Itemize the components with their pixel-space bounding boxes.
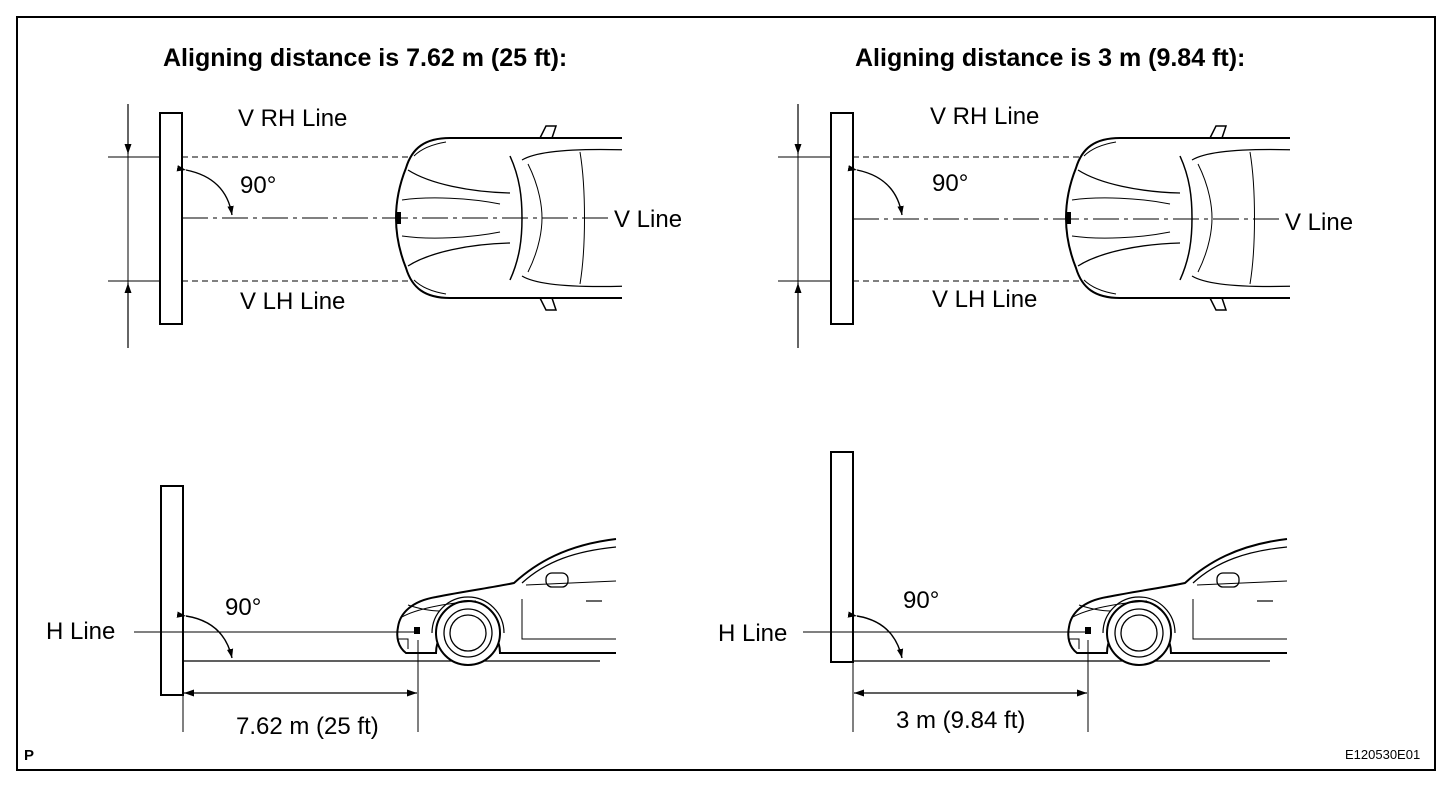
left-v-lh-label: V LH Line (240, 288, 346, 315)
right-distance-label: 3 m (9.84 ft) (896, 707, 1026, 734)
left-angle-top-label: 90° (240, 172, 277, 199)
figure-code: E120530E01 (1345, 747, 1421, 762)
right-panel-title: Aligning distance is 3 m (9.84 ft): (855, 44, 1246, 72)
left-distance-label: 7.62 m (25 ft) (236, 713, 379, 740)
right-angle-bottom-label: 90° (903, 587, 940, 614)
screen-top-left (159, 112, 183, 325)
left-v-line-label: V Line (614, 206, 683, 233)
left-h-line-label: H Line (46, 618, 116, 645)
right-panel-drawing (778, 104, 1290, 732)
screen-side-right (830, 451, 854, 663)
right-angle-top-label: 90° (932, 170, 969, 197)
right-v-lh-label: V LH Line (932, 286, 1038, 313)
left-panel-title: Aligning distance is 7.62 m (25 ft): (163, 44, 568, 72)
right-v-line-label: V Line (1285, 209, 1354, 236)
screen-side-left (160, 485, 184, 696)
left-panel-drawing (108, 104, 622, 732)
left-v-rh-label: V RH Line (238, 105, 348, 132)
screen-top-right (830, 112, 854, 325)
corner-letter: P (24, 747, 35, 764)
figure-frame (16, 16, 1436, 771)
left-angle-bottom-label: 90° (225, 594, 262, 621)
right-h-line-label: H Line (718, 620, 788, 647)
right-v-rh-label: V RH Line (930, 103, 1040, 130)
